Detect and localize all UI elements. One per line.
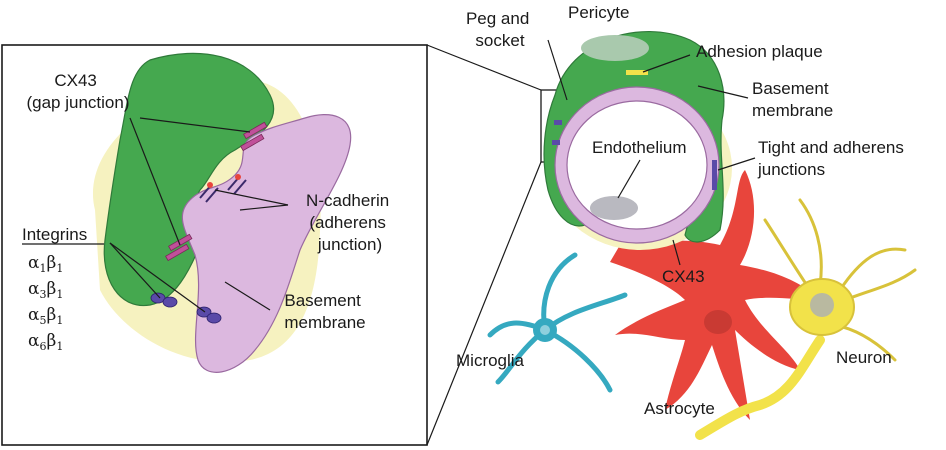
endothelium-label: Endothelium xyxy=(592,138,687,157)
main-leader-lines xyxy=(547,39,756,266)
microglia-label: Microglia xyxy=(456,351,525,370)
capillary xyxy=(543,31,820,420)
zoom-lines xyxy=(426,44,542,446)
integrins-title: Integrins xyxy=(22,225,87,244)
inset-frame xyxy=(1,44,428,446)
inset-basement-label: Basement membrane xyxy=(284,291,365,332)
neuron xyxy=(695,198,917,440)
main-basement-label: Basement membrane xyxy=(752,79,833,120)
inset-gap-junctions xyxy=(165,121,268,262)
astrocyte-nucleus xyxy=(704,310,732,334)
integrin-list: α1β1 α3β1 α5β1 α6β1 xyxy=(28,253,63,353)
integrin-subtype: α6β1 xyxy=(28,331,63,353)
peg-socket-marks xyxy=(552,120,562,145)
integrin-subtype: α3β1 xyxy=(28,279,63,301)
microglia xyxy=(487,252,628,393)
inset-cx43-label: CX43 (gap junction) xyxy=(26,71,129,112)
inset-ncadherin-label: N-cadherin (adherens junction) xyxy=(306,191,394,254)
peg-socket-label: Peg and socket xyxy=(466,9,534,50)
inset-endothelium xyxy=(181,114,352,373)
astrocyte xyxy=(610,170,820,420)
integrin-subtype: α1β1 xyxy=(28,253,63,275)
inset-panel: CX43 (gap junction) N-cadherin (adherens… xyxy=(1,44,428,446)
inset-cadherins xyxy=(199,174,247,203)
endothelium-nucleus xyxy=(590,196,638,220)
inset-leader-lines xyxy=(109,117,289,313)
pericyte-nucleus xyxy=(581,35,649,61)
neuron-label: Neuron xyxy=(836,348,892,367)
integrin-subtype: α5β1 xyxy=(28,305,63,327)
tight-junctions-label: Tight and adherens junctions xyxy=(757,138,909,179)
tight-junction-marks xyxy=(712,160,717,190)
adhesion-plaque-mark xyxy=(626,70,648,75)
adhesion-plaque-label: Adhesion plaque xyxy=(696,42,823,61)
pericyte-label: Pericyte xyxy=(568,3,629,22)
main-cx43-label: CX43 xyxy=(662,267,705,286)
astrocyte-label: Astrocyte xyxy=(644,399,715,418)
